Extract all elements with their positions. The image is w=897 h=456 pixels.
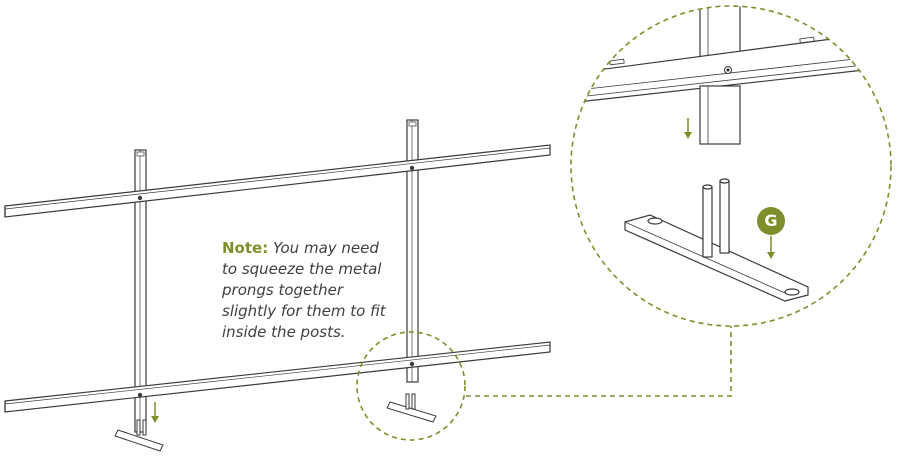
- note-line: Note: You may need: [222, 239, 379, 257]
- rail-joint-dot: [409, 361, 415, 367]
- down-arrow-icon: [151, 402, 159, 423]
- rail-joint-dot: [409, 165, 415, 171]
- top-rail: [4, 144, 551, 218]
- note-label: Note:: [222, 239, 269, 257]
- bottom-rail: [4, 341, 551, 413]
- detail-connector: [466, 326, 732, 397]
- note-line: prongs together: [222, 281, 344, 299]
- zoom-down-arrow-icon: [684, 118, 692, 139]
- right-foot: [386, 393, 437, 423]
- left-foot: [114, 419, 164, 452]
- part-g-down-arrow-icon: [767, 236, 775, 259]
- rail-joint-dot: [137, 392, 143, 398]
- zoom-circle: [570, 5, 892, 327]
- rail-joint-dot: [137, 195, 143, 201]
- note-line: inside the posts.: [222, 323, 346, 341]
- zoom-detail: [571, 6, 891, 302]
- note-line: slightly for them to fit: [222, 302, 386, 320]
- assembly-note: Note: You may need to squeeze the metal …: [222, 238, 422, 343]
- note-line: to squeeze the metal: [222, 260, 382, 278]
- fence-panel: [4, 119, 551, 433]
- detail-highlight-circle: [356, 331, 466, 441]
- part-g-badge: G: [757, 207, 785, 235]
